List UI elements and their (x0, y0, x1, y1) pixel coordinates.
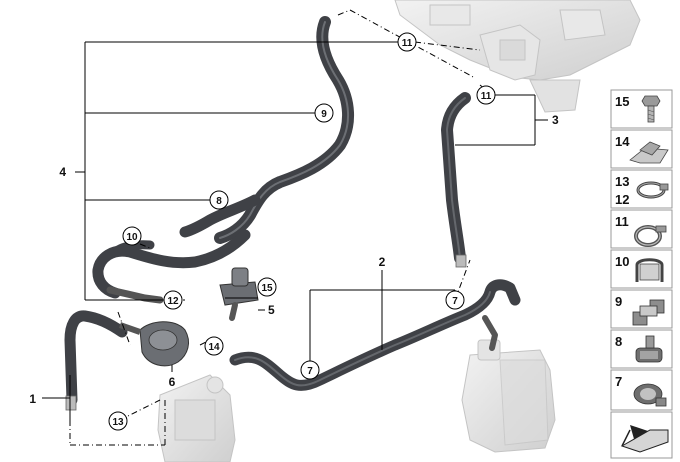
hose-left (64, 310, 128, 411)
legend-item-9[interactable]: 9 (610, 289, 673, 329)
label-6: 6 (169, 375, 176, 389)
svg-text:13: 13 (615, 174, 629, 189)
expansion-tank-ghost (461, 339, 556, 453)
svg-text:7: 7 (307, 366, 313, 377)
svg-text:11: 11 (402, 38, 413, 49)
spring-clip-icon (629, 141, 669, 164)
svg-text:11: 11 (481, 91, 492, 102)
svg-text:10: 10 (126, 232, 138, 243)
hose-lower-long (229, 279, 521, 391)
svg-text:15: 15 (615, 94, 629, 109)
bolt-icon (641, 95, 661, 123)
legend-arrow-box (610, 411, 673, 459)
hose-holder-icon (635, 258, 664, 282)
shutoff-valve (219, 267, 259, 321)
label-5: 5 (268, 303, 275, 317)
callout-15: 15 (257, 277, 277, 297)
callout-10: 10 (122, 226, 142, 246)
callout-13: 13 (108, 411, 128, 431)
svg-text:12: 12 (167, 296, 179, 307)
band-clamp-icon (634, 225, 667, 247)
double-holder-icon (632, 299, 665, 326)
fitting-icon (635, 335, 663, 363)
legend-item-11[interactable]: 11 (610, 209, 673, 249)
callout-9: 9 (314, 103, 334, 123)
svg-text:7: 7 (452, 296, 458, 307)
hose-right-vertical (440, 92, 471, 268)
svg-text:15: 15 (261, 283, 273, 294)
heater-box-ghost (394, 0, 641, 113)
callout-11-top: 11 (397, 32, 417, 52)
svg-text:13: 13 (112, 417, 124, 428)
legend-item-7[interactable]: 7 (610, 369, 673, 411)
label-2: 2 (379, 255, 386, 269)
label-1: 1 (29, 392, 36, 406)
callout-12: 12 (163, 290, 183, 310)
callout-8: 8 (209, 190, 229, 210)
hose-branch (92, 194, 261, 299)
legend-item-10[interactable]: 10 (610, 249, 673, 289)
water-pump (119, 321, 189, 367)
callout-7-left: 7 (300, 360, 320, 380)
leader-lines (42, 41, 548, 420)
svg-text:8: 8 (216, 196, 222, 207)
svg-text:12: 12 (615, 192, 629, 207)
callout-7-right: 7 (445, 290, 465, 310)
callout-14: 14 (204, 336, 224, 356)
direction-arrow-icon (620, 425, 669, 453)
svg-text:10: 10 (615, 254, 629, 269)
hose-connector-small (106, 286, 164, 304)
parts-legend: 15 14 13 12 (610, 89, 673, 459)
hose-clip-icon (633, 383, 667, 407)
label-3: 3 (552, 113, 559, 127)
svg-text:9: 9 (321, 109, 327, 120)
svg-text:14: 14 (615, 134, 630, 149)
label-4: 4 (59, 165, 66, 179)
legend-item-14[interactable]: 14 (610, 129, 673, 169)
svg-text:7: 7 (615, 374, 622, 389)
svg-text:11: 11 (615, 214, 629, 229)
legend-item-13-12[interactable]: 13 12 (610, 169, 673, 209)
engine-block-ghost (157, 374, 236, 462)
svg-text:9: 9 (615, 294, 622, 309)
svg-text:14: 14 (208, 342, 220, 353)
svg-text:8: 8 (615, 334, 622, 349)
hose-upper-long (214, 16, 355, 244)
legend-item-8[interactable]: 8 (610, 329, 673, 369)
callout-11-right: 11 (476, 85, 496, 105)
hose-clamp-icon (636, 181, 669, 199)
legend-item-15[interactable]: 15 (610, 89, 673, 129)
